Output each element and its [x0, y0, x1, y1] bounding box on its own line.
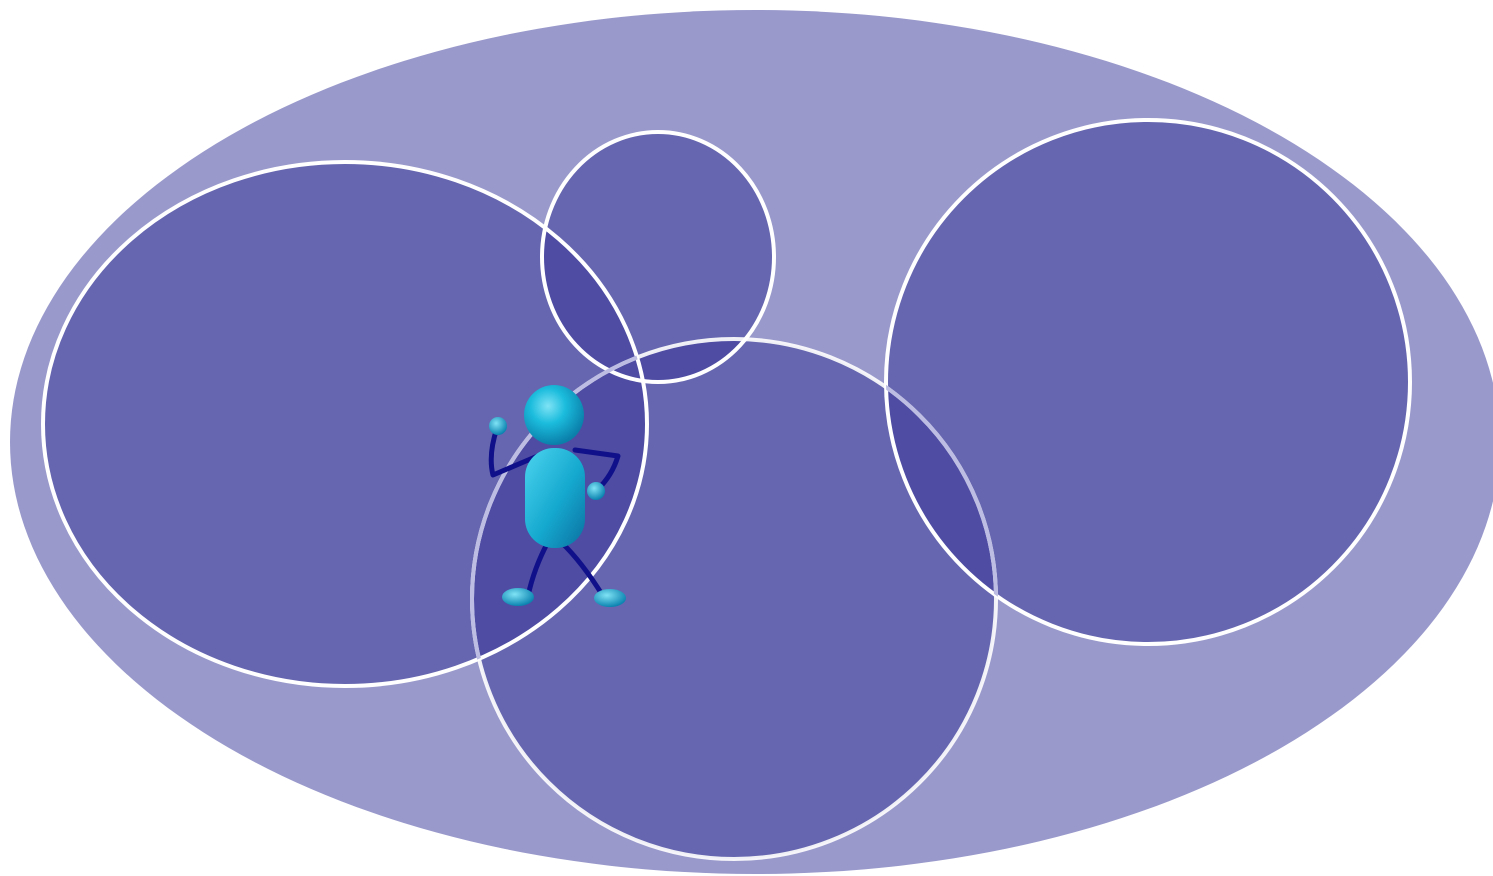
figure-right-foot: [594, 589, 626, 607]
figure-left-foot: [502, 588, 534, 606]
figure-left-hand: [489, 417, 507, 435]
figure-body: [525, 448, 585, 548]
figure-right-hand: [587, 482, 605, 500]
figure-head: [524, 385, 584, 445]
